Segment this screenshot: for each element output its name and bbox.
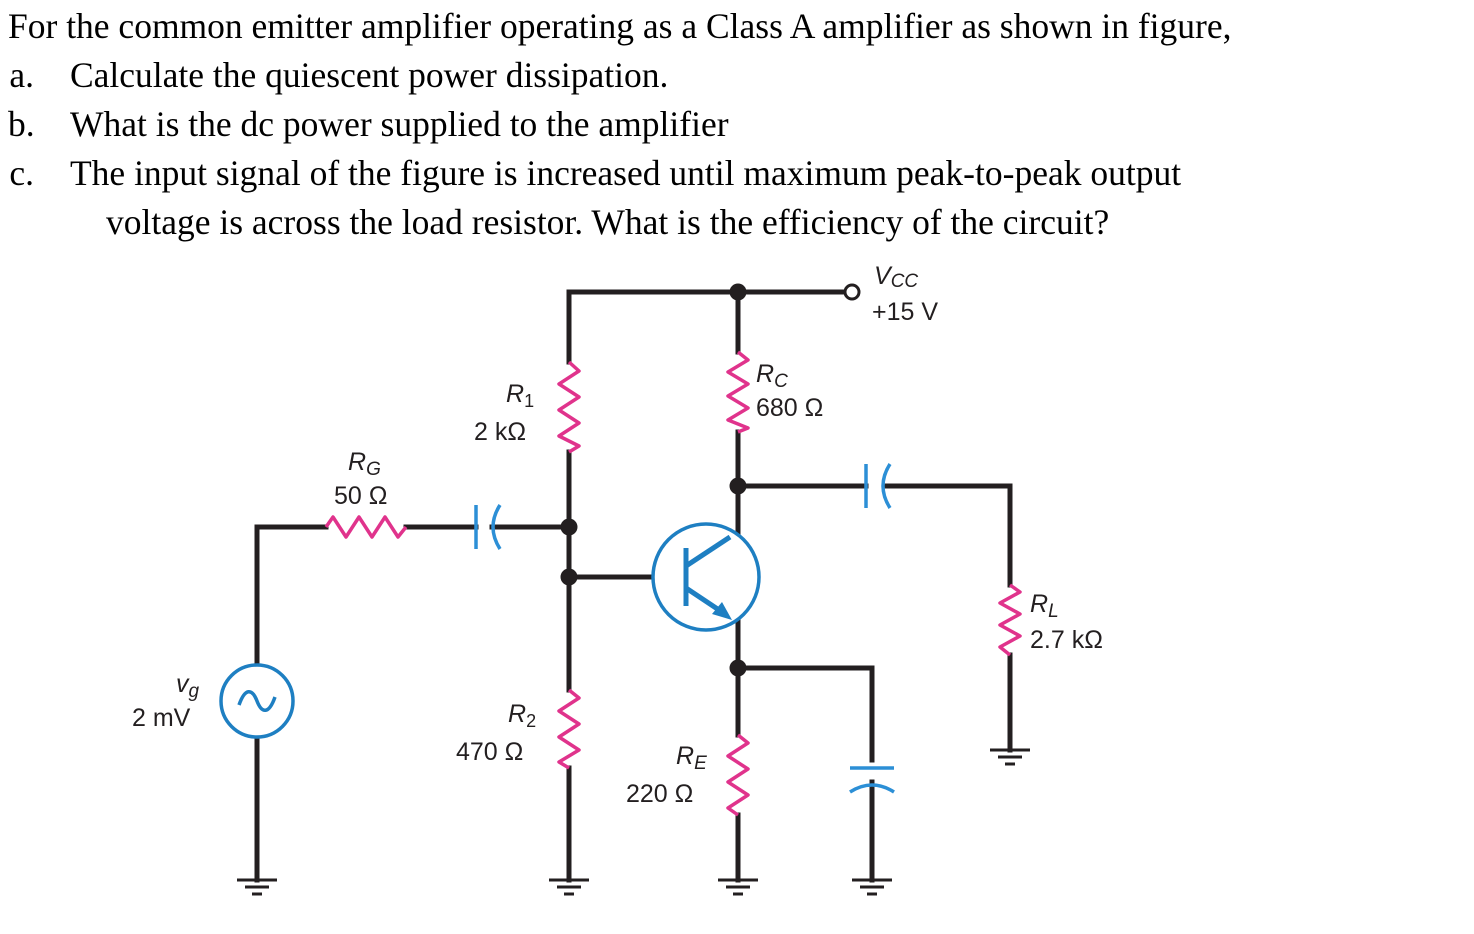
item-letter-c: c. [9,153,34,193]
wire-emitter-bypass [735,665,875,763]
r1-label: R1 [506,380,534,411]
wire-source-rg [254,524,329,668]
capacitor-input [474,504,502,550]
capacitor-bypass [849,766,895,794]
junction-dot [560,568,578,586]
problem-intro: For the common emitter amplifier operati… [8,6,1232,46]
list-item-b: b. What is the dc power supplied to the … [8,100,1468,149]
resistor-re [726,733,750,817]
wire-cap-rl [883,483,1013,588]
resistor-rc [726,350,750,434]
rl-value: 2.7 kΩ [1030,626,1103,654]
re-label: RE [676,742,707,774]
vcc-label: VCC [874,262,918,292]
grounds [237,748,1030,896]
ground-icon [852,878,892,896]
vg-value: 2 mV [132,704,191,732]
resistor-r2 [557,688,581,770]
ac-source-icon [219,663,295,739]
item-text-b: What is the dc power supplied to the amp… [70,104,729,144]
resistor-r1 [557,360,581,454]
component-labels: VCC +15 V RC 680 Ω R1 2 kΩ RG 50 Ω vg 2 … [132,262,1103,808]
vg-label: vg [176,670,200,702]
resistors [324,350,1022,817]
item-letter-a: a. [9,55,34,95]
vcc-terminal-icon [843,283,861,301]
resistor-rl [998,583,1022,657]
junction-dot [560,518,578,536]
npn-transistor-icon [651,522,761,632]
vcc-value: +15 V [872,298,938,326]
wires [254,289,1013,883]
item-text-c: The input signal of the figure is increa… [70,153,1182,193]
junction-dot [729,477,747,495]
ground-icon [549,878,589,896]
r1-value: 2 kΩ [474,418,526,446]
item-text-c-continuation: voltage is across the load resistor. Wha… [106,202,1110,242]
junctions [560,283,747,677]
re-value: 220 Ω [626,780,693,808]
ground-icon [237,878,277,896]
rc-value: 680 Ω [756,394,823,422]
junction-dot [729,659,747,677]
ground-icon [718,878,758,896]
problem-statement: For the common emitter amplifier operati… [8,2,1468,247]
junction-dot [729,283,747,301]
r2-label: R2 [508,700,536,731]
resistor-rg [324,515,408,539]
rg-value: 50 Ω [334,482,387,510]
item-text-a: Calculate the quiescent power dissipatio… [70,55,669,95]
item-letter-b: b. [8,104,35,144]
wire-top-rail [566,289,848,365]
rl-label: RL [1030,590,1059,622]
capacitors [474,463,895,794]
rg-label: RG [348,448,381,480]
list-item-c: c. The input signal of the figure is inc… [8,149,1468,198]
list-item-a: a. Calculate the quiescent power dissipa… [8,51,1468,100]
capacitor-output [864,463,892,509]
rc-label: RC [756,360,788,392]
ground-icon [990,748,1030,766]
r2-value: 470 Ω [456,738,523,766]
